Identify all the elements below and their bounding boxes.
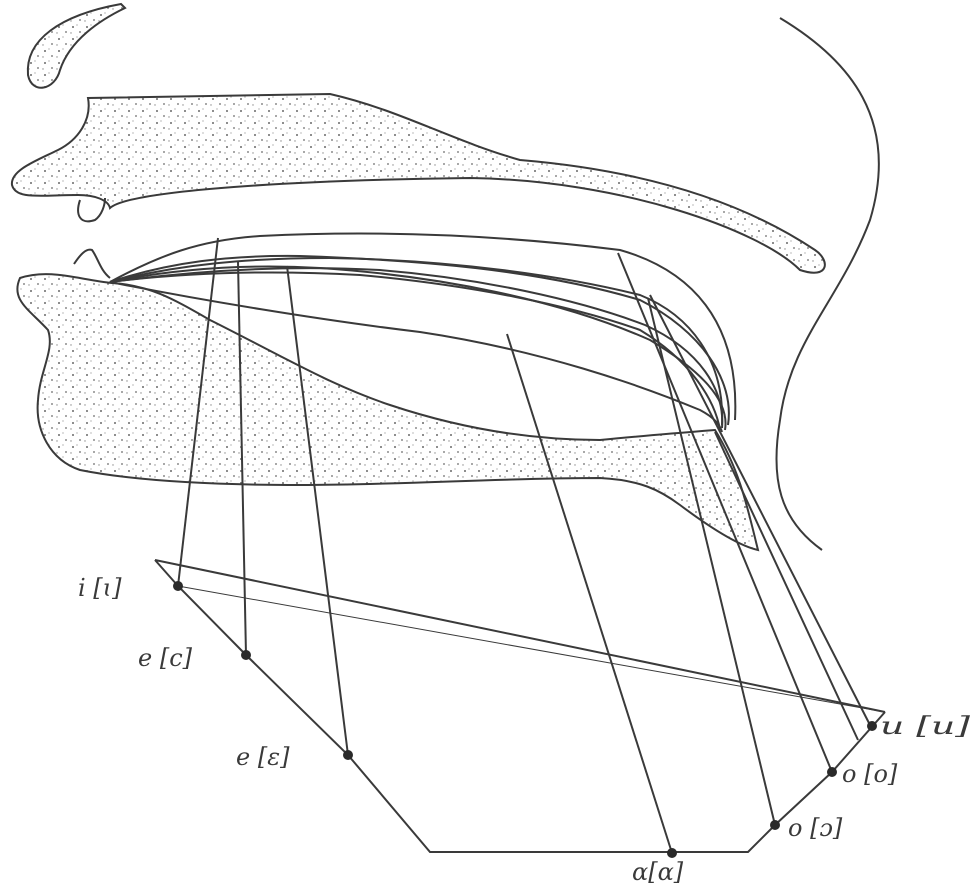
lower-tooth [74, 250, 110, 278]
projection-line-o-open [648, 298, 775, 825]
vowel-point-e-open [343, 750, 353, 760]
projection-line-u [650, 295, 870, 725]
nose-outline [28, 4, 125, 88]
pharynx-back-wall [776, 18, 878, 550]
projection-line-extra [715, 432, 858, 740]
vowel-point-a [667, 848, 677, 858]
projection-line-e-open [287, 266, 348, 755]
vowel-quadrilateral [155, 560, 885, 852]
vowel-point-e-close [241, 650, 251, 660]
vowel-label-e-open: e [ɛ] [236, 743, 290, 771]
upper-jaw-palate [12, 94, 825, 273]
vowel-label-i: i [ɩ] [78, 574, 122, 602]
vowel-label-e-close: e [c] [138, 644, 193, 672]
vowel-point-o-open [770, 820, 780, 830]
vowel-point-i [173, 581, 183, 591]
vowel-label-a: ɑ[ɑ] [632, 858, 684, 883]
vowel-label-o-open: o [ɔ] [788, 814, 843, 842]
lower-jaw [17, 274, 758, 550]
upper-tooth [78, 198, 105, 221]
vowel-point-o-close [827, 767, 837, 777]
quadrilateral-outline [155, 560, 885, 852]
vowel-label-o-close: o [o] [842, 760, 898, 788]
projection-line-a [507, 334, 672, 853]
vowel-point-u [867, 721, 877, 731]
vowel-label-u: u [u] [880, 712, 971, 740]
